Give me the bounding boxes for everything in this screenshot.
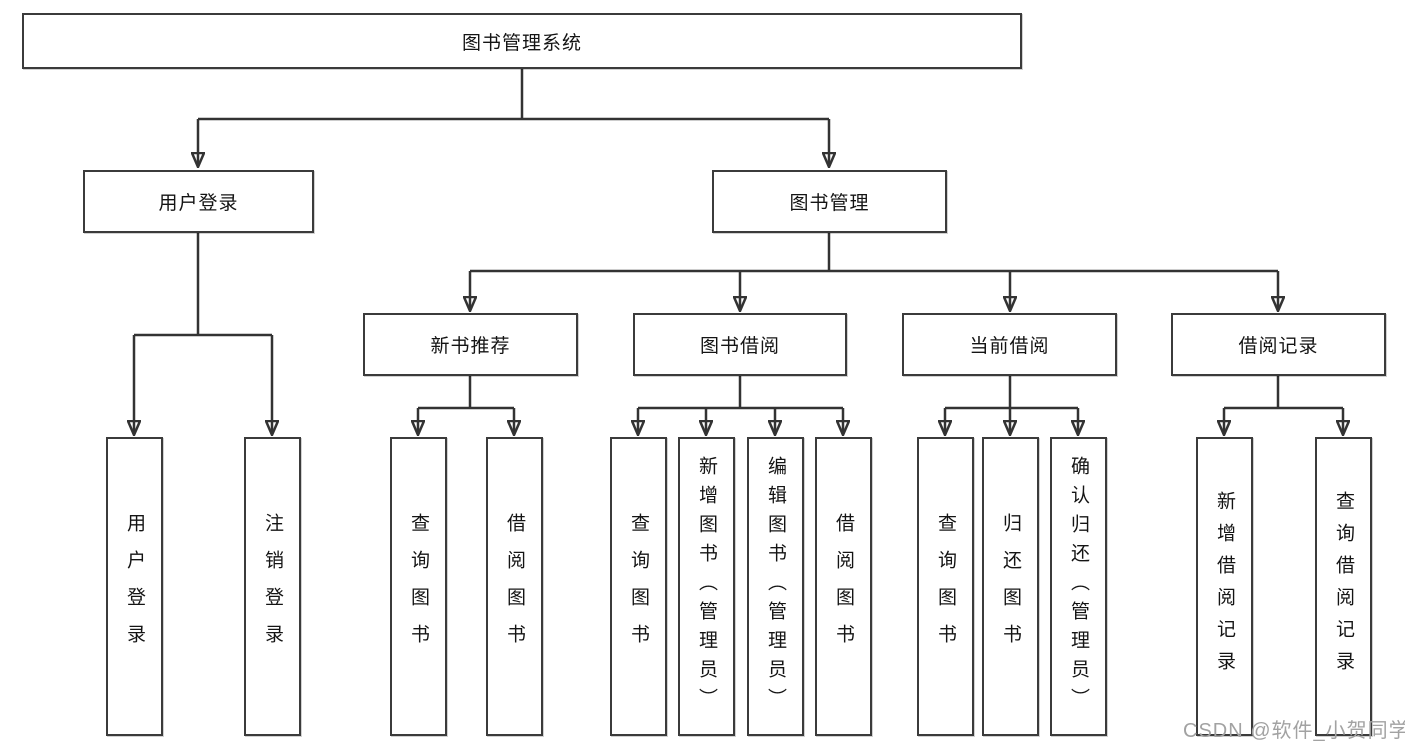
leaf-query-books-borrow-label: 查询图书	[628, 512, 649, 661]
node-book-management-label: 图书管理	[789, 193, 870, 214]
leaf-query-books-current: 查询图书	[917, 437, 974, 736]
node-new-book-recommend: 新书推荐	[363, 313, 578, 376]
leaf-user-login: 用户登录	[106, 437, 163, 736]
leaf-return-book: 归还图书	[982, 437, 1039, 736]
leaf-logout: 注销登录	[244, 437, 301, 736]
node-borrow-records-label: 借阅记录	[1238, 336, 1319, 357]
node-user-login: 用户登录	[83, 170, 314, 233]
leaf-edit-book-admin: 编辑图书（管理员）	[747, 437, 804, 736]
leaf-query-books-current-label: 查询图书	[935, 512, 956, 661]
leaf-confirm-return-admin: 确认归还（管理员）	[1050, 437, 1107, 736]
node-book-borrowing-label: 图书借阅	[699, 336, 780, 357]
node-borrow-records: 借阅记录	[1171, 313, 1386, 376]
leaf-confirm-return-admin-label: 确认归还（管理员）	[1068, 456, 1089, 717]
leaf-add-borrow-record: 新增借阅记录	[1196, 437, 1253, 736]
leaf-add-book-admin-label: 新增图书（管理员）	[696, 456, 717, 717]
node-current-borrowing: 当前借阅	[902, 313, 1117, 376]
watermark: CSDN @软件_小贺同学	[1183, 720, 1405, 742]
leaf-add-borrow-record-label: 新增借阅记录	[1214, 490, 1235, 683]
leaf-borrow-books-label: 借阅图书	[833, 512, 854, 661]
leaf-borrow-books: 借阅图书	[815, 437, 872, 736]
node-current-borrowing-label: 当前借阅	[969, 336, 1050, 357]
leaf-edit-book-admin-label: 编辑图书（管理员）	[765, 456, 786, 717]
leaf-query-books-recommend: 查询图书	[390, 437, 447, 736]
leaf-user-login-label: 用户登录	[124, 512, 145, 661]
leaf-logout-label: 注销登录	[262, 512, 283, 661]
leaf-add-book-admin: 新增图书（管理员）	[678, 437, 735, 736]
node-book-borrowing: 图书借阅	[633, 313, 847, 376]
leaf-borrow-books-recommend: 借阅图书	[486, 437, 543, 736]
leaf-query-books-recommend-label: 查询图书	[408, 512, 429, 661]
leaf-query-borrow-record-label: 查询借阅记录	[1333, 490, 1354, 683]
leaf-borrow-books-recommend-label: 借阅图书	[504, 512, 525, 661]
node-book-management: 图书管理	[712, 170, 947, 233]
leaf-return-book-label: 归还图书	[1000, 512, 1021, 661]
node-root: 图书管理系统	[22, 13, 1022, 69]
node-new-book-recommend-label: 新书推荐	[430, 336, 511, 357]
leaf-query-books-borrow: 查询图书	[610, 437, 667, 736]
node-root-label: 图书管理系统	[461, 32, 582, 54]
node-user-login-label: 用户登录	[158, 193, 239, 214]
leaf-query-borrow-record: 查询借阅记录	[1315, 437, 1372, 736]
